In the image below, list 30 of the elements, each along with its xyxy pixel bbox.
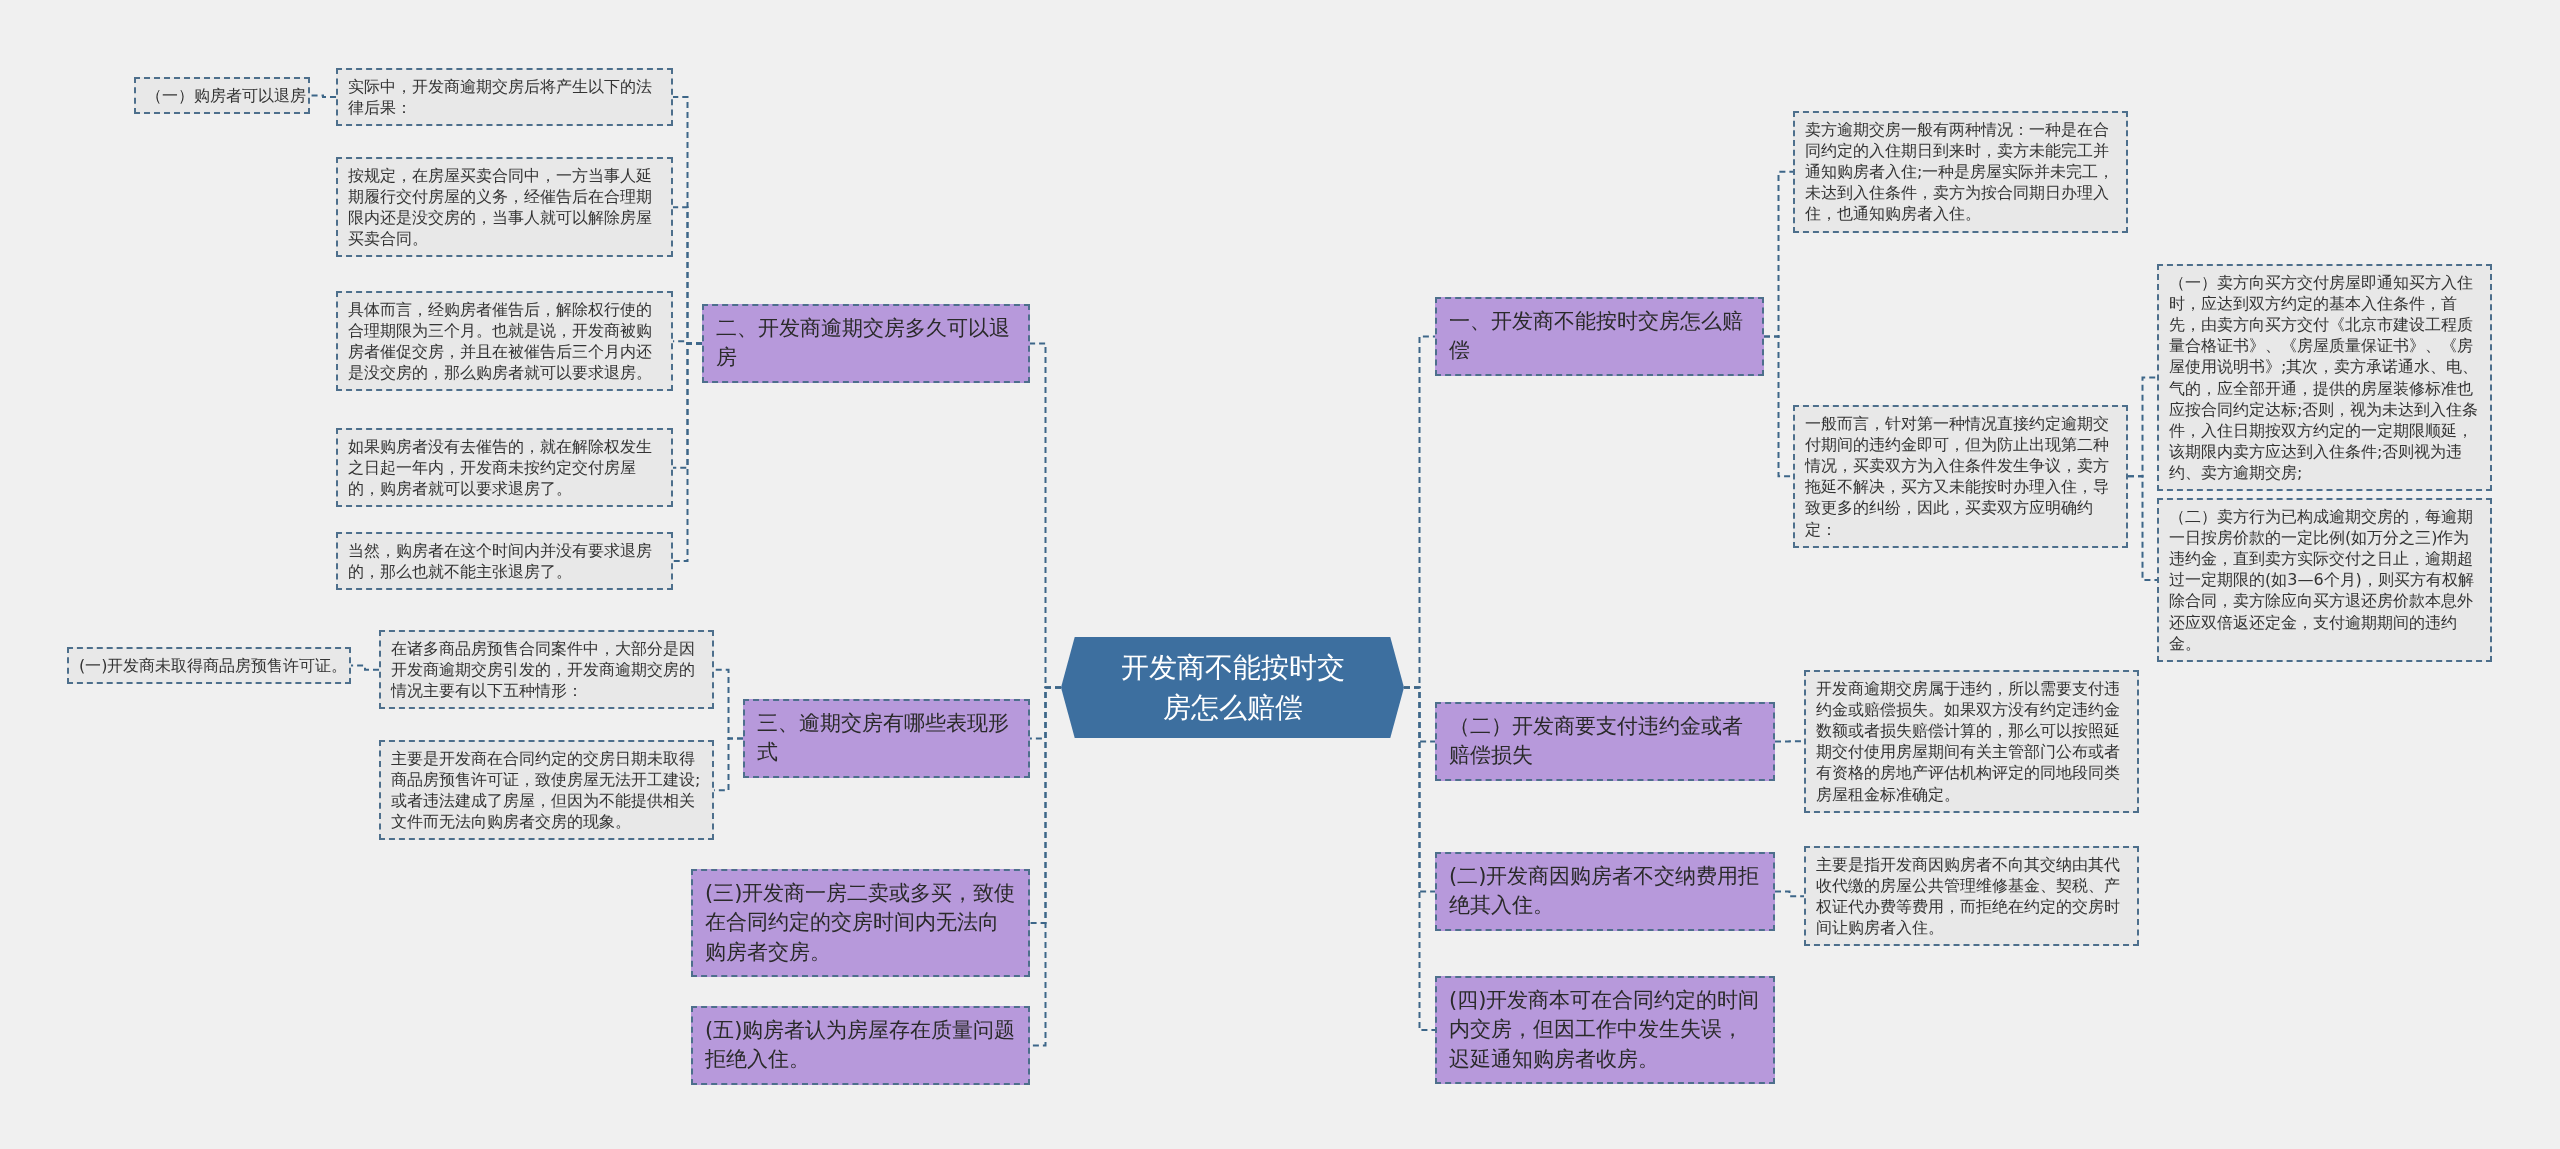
- connector-line: [1403, 686, 1436, 1032]
- topic-box: 二、开发商逾期交房多久可以退房: [702, 304, 1030, 383]
- text-box: 在诸多商品房预售合同案件中，大部分是因开发商逾期交房引发的，开发商逾期交房的情况主要有以下五种情形：: [379, 630, 714, 710]
- central-topic: 开发商不能按时交房怎么赔偿: [1061, 637, 1404, 738]
- text-box: 卖方逾期交房一般有两种情况：一种是在合同约定的入住期日到来时，卖方未能完工并通知购房者入住;一种是房屋实际并未完工，未达到入住条件，卖方为按合同期日办理入住，也通知购房者入住。: [1793, 111, 2128, 233]
- text-box: 具体而言，经购房者催告后，解除权行使的合理期限为三个月。也就是说，开发商被购房者催促交房，并且在被催告后三个月内还是没交房的，那么购房者就可以要求退房。: [336, 291, 673, 392]
- topic-box: (五)购房者认为房屋存在质量问题拒绝入住。: [691, 1006, 1030, 1085]
- text-box: 当然，购房者在这个时间内并没有要求退房的，那么也就不能主张退房了。: [336, 532, 673, 591]
- topic-box: (四)开发商本可在合同约定的时间内交房，但因工作中发生失误，迟延通知购房者收房。: [1435, 976, 1775, 1085]
- text-box: 实际中，开发商逾期交房后将产生以下的法律后果：: [336, 68, 673, 127]
- text-box: 按规定，在房屋买卖合同中，一方当事人延期履行交付房屋的义务，经催告后在合理期限内还是没交房的，当事人就可以解除房屋买卖合同。: [336, 157, 673, 258]
- text-box: 一般而言，针对第一种情况直接约定逾期交付期间的违约金即可，但为防止出现第二种情况，买卖双方为入住条件发生争议，卖方拖延不解决，买方又未能按时办理入住，导致更多的纠纷，因此，买卖双方应明确约定：: [1793, 405, 2128, 548]
- connector-line: [1774, 890, 1805, 898]
- connector-line: [2127, 475, 2158, 581]
- topic-box: (三)开发商一房二卖或多买，致使在合同约定的交房时间内无法向购房者交房。: [691, 869, 1030, 978]
- topic-box: （二）开发商要支付违约金或者赔偿损失: [1435, 702, 1775, 781]
- topic-box: 一、开发商不能按时交房怎么赔偿: [1435, 297, 1764, 376]
- text-box: 如果购房者没有去催告的，就在解除权发生之日起一年内，开发商未按约定交付房屋的，购房者就可以要求退房了。: [336, 428, 673, 508]
- connector-line: [309, 94, 337, 99]
- connector-line: [350, 664, 380, 671]
- text-box: （一）购房者可以退房: [134, 77, 310, 115]
- text-box: 主要是开发商在合同约定的交房日期未取得商品房预售许可证，致使房屋无法开工建设;或者违法建成了房屋，但因为不能提供相关文件而无法向购房者交房的现象。: [379, 740, 714, 841]
- text-box: (一)开发商未取得商品房预售许可证。: [67, 647, 351, 685]
- text-box: （一）卖方向买方交付房屋即通知买方入住时，应达到双方约定的基本入住条件，首先，由卖方向买方交付《北京市建设工程质量合格证书》、《房屋质量保证书》、《房屋使用说明书》;其次，卖方承诺通水、电、气的，应全部开通，提供的房屋装修标准也应按合同约定达标;否则，视为未达到入住条件，入住日期按双方约定的一定期限顺延，该期限内卖方应达到入住条件;否则视为违约、卖方逾期交房;: [2157, 264, 2492, 492]
- topic-box: 三、逾期交房有哪些表现形式: [743, 699, 1030, 778]
- topic-box: (二)开发商因购房者不交纳费用拒绝其入住。: [1435, 852, 1775, 931]
- text-box: （二）卖方行为已构成逾期交房的，每逾期一日按房价款的一定比例(如万分之三)作为违约金，直到卖方实际交付之日止，逾期超过一定期限的(如3—6个月)，则买方有权解除合同，卖方除应向买方退还房价款本息外还应双倍返还定金，支付逾期期间的违约金。: [2157, 498, 2492, 662]
- text-box: 开发商逾期交房属于违约，所以需要支付违约金或赔偿损失。如果双方没有约定违约金数额或者损失赔偿计算的，那么可以按照延期交付使用房屋期间有关主管部门公布或者有资格的房地产评估机构评定的同地段同类房屋租金标准确定。: [1804, 670, 2139, 813]
- connector-line: [672, 342, 703, 563]
- text-box: 主要是指开发商因购房者不向其交纳由其代收代缴的房屋公共管理维修基金、契税、产权证代办费等费用，而拒绝在约定的交房时间让购房者入住。: [1804, 846, 2139, 947]
